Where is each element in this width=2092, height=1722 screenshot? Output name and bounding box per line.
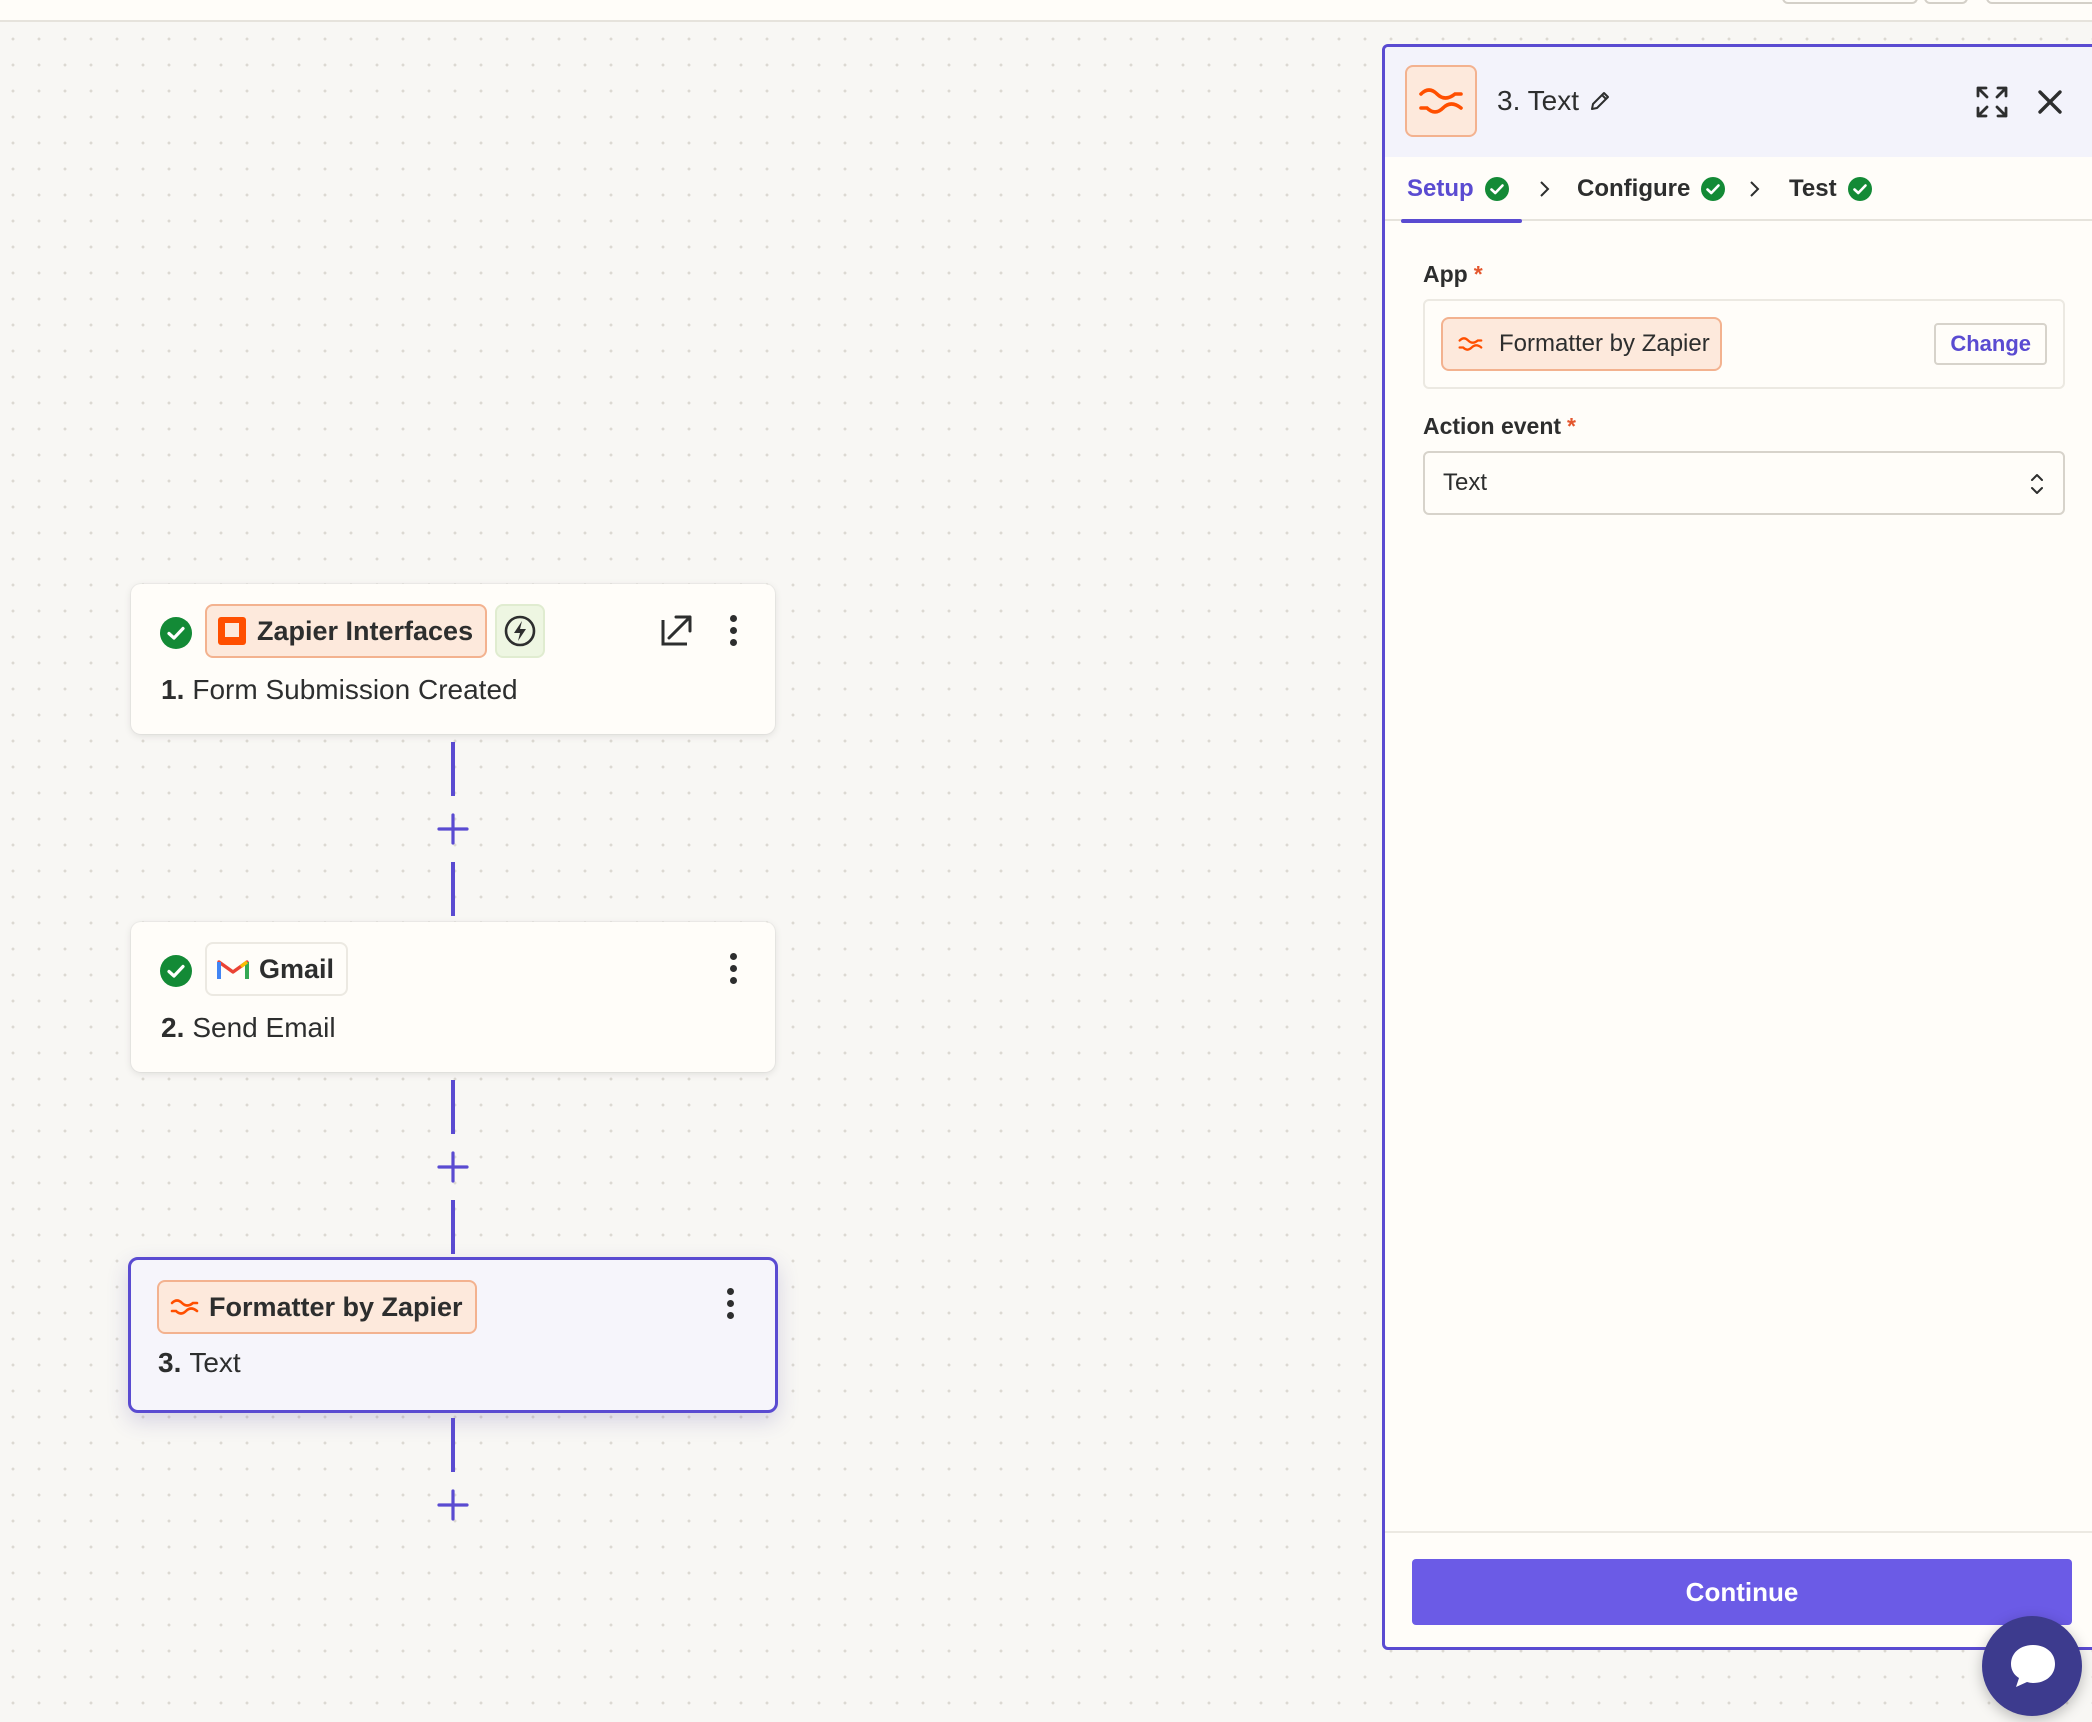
chevron-right-icon (1540, 181, 1550, 197)
tab-configure[interactable]: Configure (1577, 157, 1726, 221)
app-chip-gmail: Gmail (205, 942, 349, 996)
tab-setup[interactable]: Setup (1401, 157, 1522, 223)
check-circle-icon (1847, 177, 1872, 201)
continue-button[interactable]: Continue (1412, 1559, 2072, 1625)
more-vertical-icon[interactable] (723, 612, 743, 652)
app-name: Gmail (259, 953, 335, 984)
top-bar-control[interactable] (1782, 0, 1918, 4)
top-bar-control[interactable] (1986, 0, 2092, 4)
chat-bubble-icon (2011, 1645, 2055, 1687)
check-circle-icon (160, 955, 192, 987)
chevron-right-icon (1750, 181, 1760, 197)
close-icon[interactable] (2035, 87, 2065, 117)
connector-line (451, 1200, 455, 1254)
step-card-3[interactable]: Formatter by Zapier 3.Text (128, 1257, 778, 1413)
app-name: Zapier Interfaces (257, 615, 474, 646)
app-field-label: App* (1423, 261, 1483, 287)
plus-icon[interactable] (436, 1150, 470, 1184)
app-field: Formatter by Zapier Change (1423, 299, 2065, 389)
check-circle-icon (1484, 177, 1509, 201)
check-circle-icon (1701, 177, 1726, 201)
connector-line (451, 1080, 455, 1134)
pencil-icon[interactable] (1589, 90, 1611, 112)
panel-app-icon (1405, 65, 1477, 137)
step-card-1[interactable]: Zapier Interfaces 1.Form Submission Crea… (131, 584, 775, 734)
panel-header: 3. Text (1385, 47, 2092, 157)
check-circle-icon (160, 617, 192, 649)
connector-line (451, 862, 455, 916)
connector-line (451, 742, 455, 796)
bolt-icon (504, 615, 536, 647)
selected-app-chip: Formatter by Zapier (1441, 317, 1722, 371)
step-title: 1.Form Submission Created (161, 674, 518, 705)
panel-title[interactable]: 3. Text (1497, 85, 1611, 117)
formatter-icon (1419, 88, 1463, 114)
formatter-icon (1458, 337, 1483, 351)
top-bar (0, 0, 2092, 22)
step-tabs: Setup Configure Test (1385, 157, 2092, 223)
zapier-interfaces-icon (218, 617, 246, 645)
connector-line (451, 1418, 455, 1472)
top-bar-control[interactable] (1924, 0, 1968, 4)
chevron-up-down-icon (2031, 474, 2043, 494)
trigger-badge (495, 604, 545, 658)
change-app-button[interactable]: Change (1934, 323, 2047, 365)
expand-icon[interactable] (1975, 85, 2009, 119)
app-name: Formatter by Zapier (209, 1291, 463, 1322)
tab-test[interactable]: Test (1789, 157, 1873, 221)
action-event-label: Action event* (1423, 413, 1576, 439)
plus-icon[interactable] (436, 1488, 470, 1522)
chat-widget[interactable] (1982, 1616, 2082, 1716)
app-chip-formatter: Formatter by Zapier (157, 1280, 477, 1334)
action-event-select[interactable]: Text (1423, 451, 2065, 515)
more-vertical-icon[interactable] (720, 1285, 740, 1325)
step-title: 3.Text (158, 1347, 241, 1378)
more-vertical-icon[interactable] (723, 950, 743, 990)
formatter-icon (170, 1299, 199, 1315)
step-title: 2.Send Email (161, 1012, 336, 1043)
open-external-icon[interactable] (659, 612, 695, 648)
step-card-2[interactable]: Gmail 2.Send Email (131, 922, 775, 1072)
panel-footer: Continue (1385, 1531, 2092, 1647)
app-chip-zapier-interfaces: Zapier Interfaces (205, 604, 488, 658)
step-editor-panel: 3. Text Setup Configure (1382, 44, 2092, 1650)
gmail-icon (217, 960, 249, 979)
plus-icon[interactable] (436, 812, 470, 846)
